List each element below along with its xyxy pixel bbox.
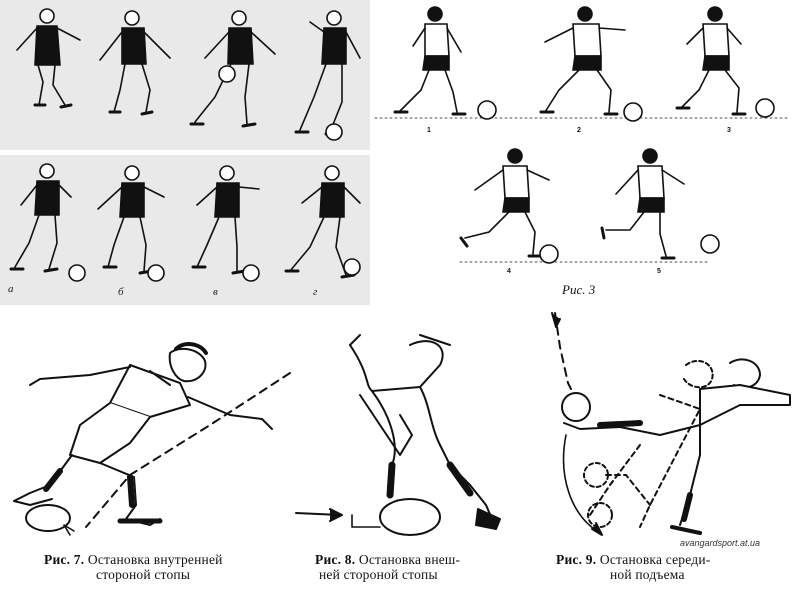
player-figure <box>191 165 260 282</box>
fig7-number: Рис. 7. <box>44 552 85 567</box>
player-sequence-top-left <box>16 8 361 141</box>
player-figure <box>9 163 86 282</box>
fig7-line1: Остановка внутренней <box>87 552 223 567</box>
fig8-caption: Рис. 8. Остановка внеш- ней стороной сто… <box>315 552 545 582</box>
figure-caption-ris3: Рис. 3 <box>562 282 596 297</box>
panel-top-right: 1 2 3 4 5 Рис. 3 <box>370 0 800 300</box>
player-figure <box>675 6 775 118</box>
fig7-caption: Рис. 7. Остановка внутренней стороной ст… <box>44 552 304 582</box>
fig8-number: Рис. 8. <box>315 552 356 567</box>
frame-label-v: в <box>213 286 218 298</box>
player-figure <box>16 8 81 109</box>
fig9-line2: ной подъема <box>610 567 685 582</box>
player-figure <box>393 6 497 120</box>
frame-number-4: 4 <box>507 268 511 275</box>
fig7-line2: стороной стопы <box>96 567 191 582</box>
stop-technique-illustrations <box>13 312 791 536</box>
frame-number-2: 2 <box>577 127 581 134</box>
player-figure <box>539 6 643 122</box>
frame-number-5: 5 <box>657 268 661 275</box>
watermark: avangardsport.at.ua <box>680 538 761 548</box>
player-figure <box>459 148 559 264</box>
panel-mid-left: а б в г <box>0 155 370 305</box>
player-sequence-mid-left <box>9 163 361 282</box>
frame-label-a: а <box>8 283 14 295</box>
fig8-line1: Остановка внеш- <box>358 552 461 567</box>
player-figure <box>97 165 165 282</box>
frame-number-1: 1 <box>427 127 431 134</box>
player-sequence-numbered <box>374 6 791 264</box>
fig7-ball-path <box>85 372 291 528</box>
player-figure <box>600 148 720 260</box>
player-figure <box>99 10 171 116</box>
panel-top-left <box>0 0 370 150</box>
panel-bottom: Рис. 7. Остановка внутренней стороной ст… <box>0 305 800 600</box>
fig9-caption: Рис. 9. Остановка середи- ной подъема <box>556 552 796 582</box>
fig7-player <box>13 342 273 532</box>
fig8-legs <box>349 334 501 536</box>
frame-label-b: б <box>118 286 124 298</box>
player-figure <box>294 10 361 141</box>
fig9-player <box>551 312 791 536</box>
fig9-number: Рис. 9. <box>556 552 597 567</box>
player-figure <box>189 10 276 128</box>
fig8-line2: ней стороной стопы <box>319 567 438 582</box>
fig9-line1: Остановка середи- <box>599 552 711 567</box>
frame-label-g: г <box>313 286 318 298</box>
frame-number-3: 3 <box>727 127 731 134</box>
player-figure <box>284 165 361 279</box>
